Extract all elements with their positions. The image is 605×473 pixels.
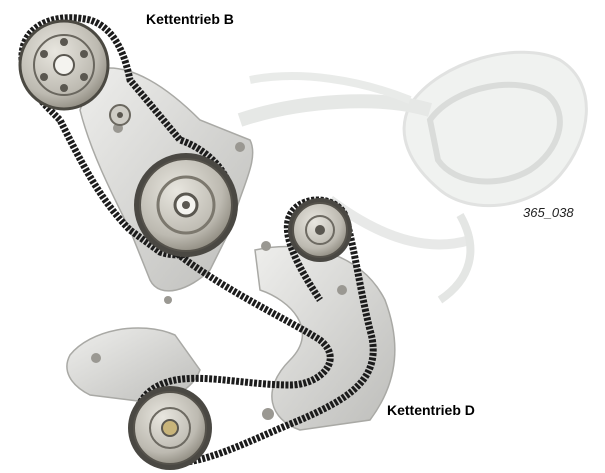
figure-reference-number: 365_038 [523, 205, 574, 220]
label-chain-drive-b: Kettentrieb B [146, 11, 234, 27]
tensioner-pulley [110, 105, 130, 125]
sprocket-right [288, 198, 352, 262]
label-chain-drive-d: Kettentrieb D [387, 402, 475, 418]
sprocket-center [134, 153, 238, 257]
sprocket-bottom-left [128, 386, 212, 470]
sprocket-top-left [20, 21, 108, 109]
